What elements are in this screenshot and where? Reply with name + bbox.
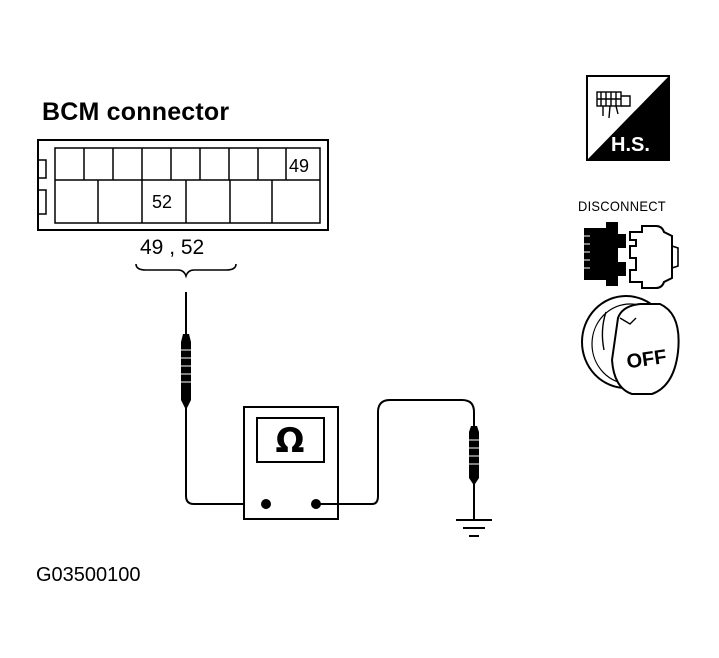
pin-52-label: 52: [152, 192, 172, 212]
ohmmeter-display: [256, 417, 325, 463]
connector-title: BCM connector: [42, 98, 230, 126]
pin-49-label: 49: [289, 156, 309, 176]
ground-icon: [456, 519, 492, 537]
left-test-probe: [181, 292, 191, 408]
pin-pair-brace: [135, 263, 237, 279]
left-test-lead: [185, 408, 266, 505]
right-test-lead: [316, 399, 475, 505]
ohmmeter-terminal-left: [261, 499, 271, 509]
connector-shell: [37, 139, 329, 231]
disconnect-connector-icon: [580, 222, 679, 289]
connector-inner-shell: [54, 147, 321, 224]
disconnect-label: DISCONNECT: [578, 198, 666, 214]
harness-side-icon: [586, 75, 670, 161]
ohm-symbol: Ω: [276, 421, 305, 461]
bcm-connector: [37, 139, 329, 231]
ignition-key-off-icon: [581, 295, 680, 395]
connector-bottom-row: [97, 180, 273, 223]
pin-pair-label: 49 , 52: [140, 236, 205, 259]
hs-label: H.S.: [611, 134, 650, 156]
right-test-probe: [469, 426, 479, 520]
connector-top-row: [83, 148, 287, 180]
ohmmeter: [243, 406, 339, 520]
figure-code: G03500100: [36, 564, 141, 586]
